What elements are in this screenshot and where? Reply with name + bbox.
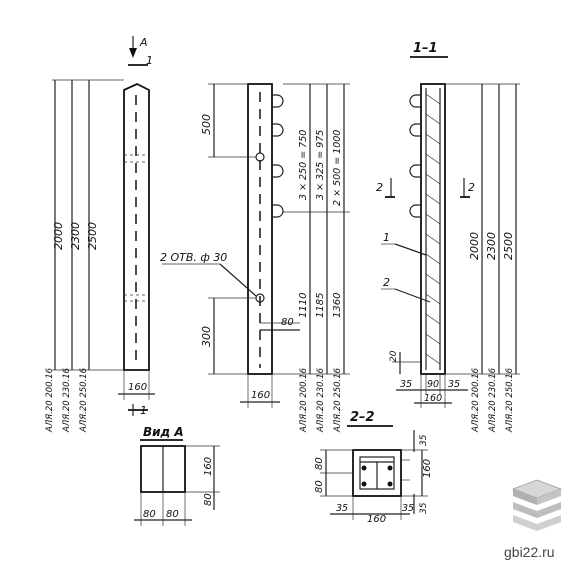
view-a-arrow-label: A <box>139 36 148 49</box>
brand-label-3-side: АЛЯ.20 250.16 <box>333 367 343 433</box>
brand-label-3-section: АЛЯ.20 250.16 <box>505 367 515 433</box>
dim-80: 80 <box>281 317 294 328</box>
dim-160-side: 160 <box>251 390 270 401</box>
dim-2300-section: 2300 <box>485 232 498 260</box>
stack-logo-icon <box>511 479 563 531</box>
dim-view-a-80-left: 80 <box>143 509 156 520</box>
post-front-outline <box>123 83 150 371</box>
dim-1360: 1360 <box>332 293 343 318</box>
dim-300: 300 <box>200 326 213 347</box>
dim-2000-front: 2000 <box>52 222 65 250</box>
dim-1185: 1185 <box>315 293 326 318</box>
dim-20: 20 <box>389 350 399 362</box>
section-2-mark-right: 2 <box>468 181 475 194</box>
dim-step-750: 3 × 250 = 750 <box>298 130 309 200</box>
section-2-2-title: 2–2 <box>350 410 375 425</box>
dim-view-a-80-right: 80 <box>166 509 179 520</box>
dim-1110: 1110 <box>298 293 309 318</box>
dim-2-2-160-vert: 160 <box>422 459 433 478</box>
dim-160-front: 160 <box>128 382 147 393</box>
section-1-mark-top: 1 <box>146 54 153 67</box>
section-2-mark-left: 2 <box>376 181 383 194</box>
section-2-2: 2–2 80 80 160 35 35 35 160 35 <box>314 410 433 525</box>
dim-90: 90 <box>427 379 439 390</box>
brand-label-1-side: АЛЯ.20 200.16 <box>299 367 309 433</box>
dim-2-2-35-bottom: 35 <box>419 502 429 514</box>
brand-label-2-section: АЛЯ.20 230.16 <box>488 367 498 433</box>
dim-2-2-80-bottom: 80 <box>314 480 325 493</box>
view-a-title: Вид А <box>143 425 184 439</box>
site-watermark: gbi22.ru <box>504 544 555 560</box>
dim-2300-front: 2300 <box>69 222 82 250</box>
dim-2000-section: 2000 <box>468 232 481 260</box>
dim-35-left: 35 <box>400 379 412 390</box>
section-1-1: 1–1 2 2 1 <box>376 41 520 433</box>
callout-1-label: 1 <box>383 231 390 244</box>
view-a: Вид А 160 80 80 80 <box>134 425 220 526</box>
dim-2-2-35-top: 35 <box>419 434 429 446</box>
post-side-outline <box>247 83 273 375</box>
dim-2-2-35-left: 35 <box>336 503 348 514</box>
mount-hole-top <box>255 152 265 162</box>
section-1-mark-bottom: 1 <box>140 404 147 417</box>
dim-view-a-80-vert: 80 <box>203 493 214 506</box>
dim-2-2-35-right: 35 <box>402 503 414 514</box>
dim-2-2-160-horiz: 160 <box>367 514 386 525</box>
holes-note: 2 ОТВ. ф 30 <box>160 251 227 264</box>
dim-view-a-160: 160 <box>203 457 214 476</box>
section-1-1-title: 1–1 <box>413 41 438 56</box>
brand-label-2-side: АЛЯ.20 230.16 <box>316 367 326 433</box>
post-front-view: A 1 1 2000 2300 2500 АЛЯ.20 200.16 АЛЯ.2… <box>45 36 155 433</box>
dim-step-975: 3 × 325 = 975 <box>315 130 326 200</box>
dim-500: 500 <box>200 114 213 135</box>
dim-160-section: 160 <box>424 393 442 404</box>
section-1-1-outline <box>420 83 446 375</box>
watermark: gbi22.ru <box>504 479 563 560</box>
brand-label-2-front: АЛЯ.20 230.16 <box>62 367 72 433</box>
dim-2-2-80-top: 80 <box>314 457 325 470</box>
dim-35-right: 35 <box>448 379 460 390</box>
dim-step-1000: 2 × 500 = 1000 <box>332 130 343 206</box>
brand-label-3-front: АЛЯ.20 250.16 <box>79 367 89 433</box>
post-side-view: 500 300 2 ОТВ. ф 30 80 3 × 250 = 750 3 ×… <box>160 83 350 433</box>
brand-label-1-section: АЛЯ.20 200.16 <box>471 367 481 433</box>
callout-2-label: 2 <box>383 276 390 289</box>
stirrups <box>425 93 441 365</box>
dim-2500-section: 2500 <box>502 232 515 260</box>
dim-2500-front: 2500 <box>86 222 99 250</box>
brand-label-1-front: АЛЯ.20 200.16 <box>45 367 55 433</box>
bracket-tab-1 <box>272 94 284 108</box>
